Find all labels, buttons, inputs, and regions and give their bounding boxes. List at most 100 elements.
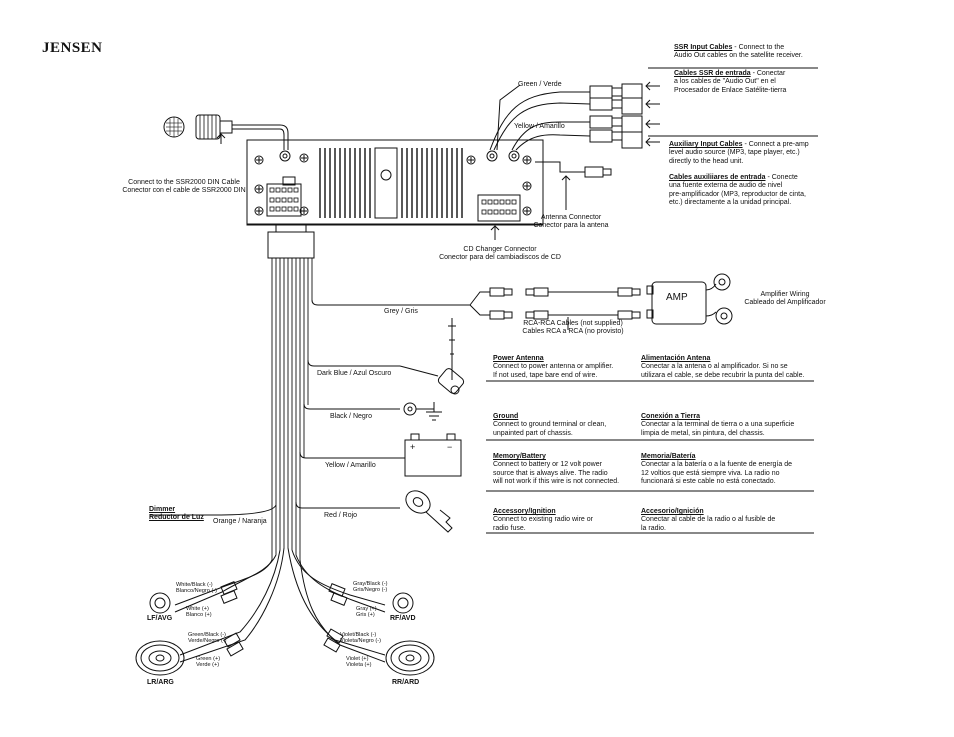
ground-text-en-0: Connect to ground terminal or clean, [493,421,607,429]
lf-pos-en: White (+) [186,606,209,612]
dividers [486,67,818,534]
din-cable [163,114,289,150]
accessory-title-en: Accessory/Ignition [493,508,556,515]
key-icon [405,490,453,533]
ground-en: Ground Connect to ground terminal or cle… [493,413,606,438]
dimmer-en: Dimmer [149,506,176,513]
power-antenna-title-en: Power Antenna [493,355,544,362]
rr-neg-es: Violeta/Negro (-) [340,638,381,645]
aux-input-title-en: Auxiliary Input Cables [669,141,743,148]
cdc-label-en: CD Changer Connector [463,246,537,253]
lf-neg-label: White/Black (-) Blanco/Negro (-) [176,582,217,594]
cd-changer-port [477,194,521,222]
battery-icon [400,433,462,477]
lr-pos-es: Verde (+) [196,662,220,669]
ssr2000-label: Connect to the SSR2000 DIN Cable Conecto… [122,179,246,196]
lf-neg-es: Blanco/Negro (-) [176,588,218,595]
dimmer-es: Reductor de Luz [149,514,204,522]
ground-text-es-1: limpia de metal, sin pintura, del chassi… [641,429,765,437]
amp-rca [469,273,733,330]
aux-input-text-en-2: directly to the head unit. [669,157,744,165]
accessory-text-en-1: radio fuse. [493,524,526,532]
power-antenna-es: Alimentación Antena Conectar a la antena… [641,355,804,380]
aux-input-text-es-0: - Conecte [767,174,798,181]
memory-title-es: Memoria/Batería [641,453,696,460]
aux-input-text-es-2: pre-amplificador (MP3, reproductor de ci… [669,190,806,198]
dimmer-label: Dimmer Reductor de Luz [149,506,204,523]
power-antenna-text-es-0: Conectar a la antena o al amplificador. … [641,363,788,371]
power-antenna-text-en-0: Connect to power antenna or amplifier. [493,363,614,371]
memory-es: Memoria/Batería Conectar a la batería o … [641,453,792,487]
memory-text-en-1: source that is always alive. The radio [493,469,608,477]
aux-input-desc: Auxiliary Input Cables - Connect a pre-a… [669,141,809,166]
ground-text-es-0: Conectar a la terminal de tierra o a una… [641,421,795,429]
antenna-label-es: Conector para la antena [533,222,609,230]
aux-input-desc-es: Cables auxiliiares de entrada - Conecte … [669,174,806,208]
rf-pos-label: Gray (+) Gris (+) [356,606,377,618]
memory-title-en: Memory/Battery [493,453,546,460]
accessory-text-es-1: la radio. [641,524,666,532]
rf-code: RF/AVD [390,615,416,622]
rf-neg-label: Gray/Black (-) Gris/Negro (-) [353,581,388,593]
power-antenna-text-es-1: utilizara el cable, se debe recubrir la … [641,371,805,379]
ground-icon [403,402,442,421]
amp-wiring-es: Cableado del Amplificador [744,299,826,307]
lr-pos-en: Green (+) [196,656,221,662]
power-antenna-text-en-1: If not used, tape bare end of wire. [493,371,598,379]
cd-changer-label: CD Changer Connector Conector para del c… [430,246,570,263]
jensen-logo: JENSEN [42,40,103,56]
accessory-text-en-0: Connect to existing radio wire or [493,516,593,524]
red-label: Red / Rojo [324,512,358,519]
accessory-title-es: Accesorio/Ignición [641,508,704,515]
power-antenna-en: Power Antenna Connect to power antenna o… [493,355,613,380]
ssr-input-text-es-0: - Conectar [752,70,786,77]
ssr-input-text-en-1: Audio Out cables on the satellite receiv… [674,52,803,60]
lf-neg-en: White/Black (-) [176,582,213,588]
power-antenna-title-es: Alimentación Antena [641,355,711,362]
ssr-input-title-es: Cables SSR de entrada [674,70,751,77]
rf-pos-en: Gray (+) [356,606,377,612]
lf-pos-label: White (+) Blanco (+) [186,606,212,618]
ssr-input-title-en: SSR Input Cables [674,44,733,51]
rr-pos-label: Violet (+) Violeta (+) [346,656,372,668]
amp-label: AMP [666,292,688,303]
aux-input-text-es-1: una fuente externa de audio de nivel [669,182,783,190]
speaker-lr-icon [135,640,185,676]
speaker-rf-icon [392,592,414,614]
accessory-en: Accessory/Ignition Connect to existing r… [493,508,593,533]
head-unit [246,139,544,226]
lf-code: LF/AVG [147,615,173,622]
memory-text-en-0: Connect to battery or 12 volt power [493,461,602,469]
rca-label-en: RCA-RCA Cables (not supplied) [523,320,623,327]
yellow-rca-label: Yellow / Amarillo [514,123,565,130]
ground-title-es: Conexión a Tierra [641,413,701,420]
black-label: Black / Negro [330,413,373,420]
ssr-input-desc-es: Cables SSR de entrada - Conectar a los c… [674,70,786,95]
amplifier-box [651,281,707,325]
amp-wiring-label: Amplifier Wiring Cableado del Amplificad… [742,291,828,308]
antenna-connector-label: Antenna Connector Conector para la anten… [526,214,616,231]
antenna-icon [399,318,465,395]
cdc-label-es: Conector para del cambiadiscos de CD [439,254,561,262]
ground-es: Conexión a Tierra Conectar a la terminal… [641,413,794,438]
antenna-label-en: Antenna Connector [540,214,602,221]
green-label: Green / Verde [518,81,562,88]
lr-pos-label: Green (+) Verde (+) [196,656,220,668]
yellow-label: Yellow / Amarillo [325,462,376,469]
ssr-input-text-es-2: Procesador de Enlace Satélite-tierra [674,86,787,94]
memory-text-es-2: funcionará si este cable no está conecta… [641,478,776,486]
battery-plus: + [410,442,416,452]
ssr2000-label-en: Connect to the SSR2000 DIN Cable [128,179,240,186]
memory-text-es-0: Conectar a la batería o a la fuente de e… [641,461,792,469]
rf-pos-es: Gris (+) [356,612,375,619]
rca-label-es: Cables RCA a RCA (no provisto) [522,328,624,336]
rca-cables-label: RCA-RCA Cables (not supplied) Cables RCA… [518,320,628,337]
lr-neg-label: Green/Black (-) Verde/Negro (-) [188,632,227,644]
memory-text-es-1: 12 voltios que está siempre viva. La rad… [641,469,780,477]
lf-pos-es: Blanco (+) [186,612,212,619]
rr-pos-es: Violeta (+) [346,662,372,669]
ssr-input-desc: SSR Input Cables - Connect to the Audio … [674,44,803,61]
speaker-rr-icon [385,640,435,676]
amp-wiring-en: Amplifier Wiring [760,291,810,298]
